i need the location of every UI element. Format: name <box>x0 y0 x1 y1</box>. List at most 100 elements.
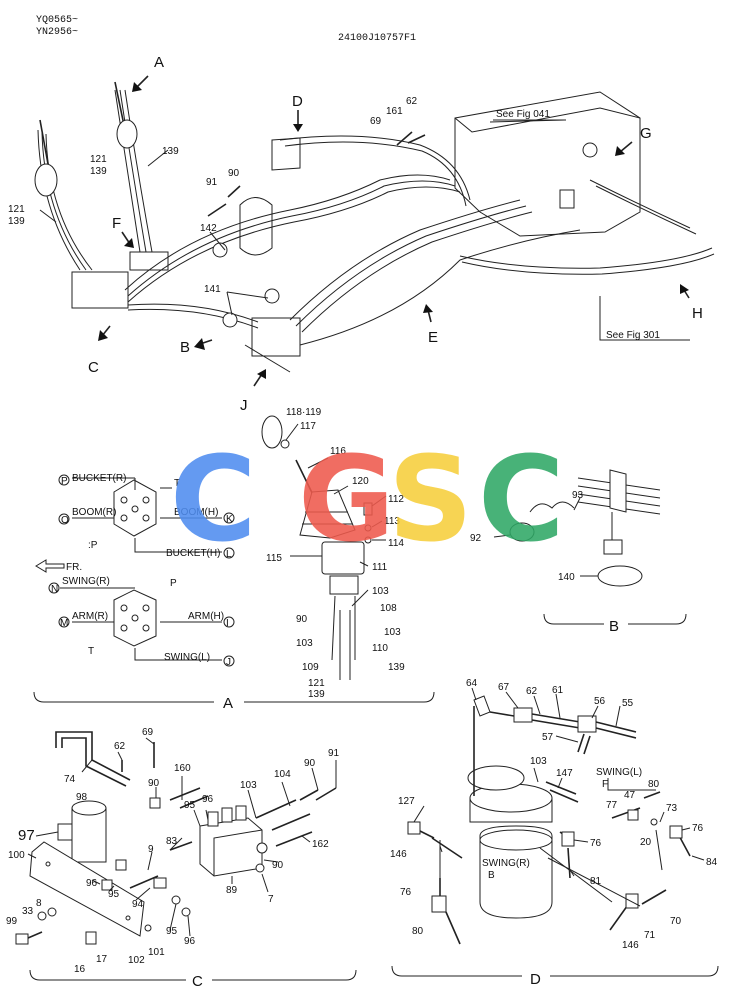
ref-fig-041: See Fig 041 <box>496 109 550 120</box>
label-swing-r-d: SWING(R) <box>482 858 530 869</box>
watermark-letter-1: C <box>170 430 257 568</box>
view-letter-a: A <box>154 54 164 71</box>
part-139-left: 139 <box>8 216 25 227</box>
part-109: 109 <box>302 662 319 673</box>
part-71-d: 71 <box>644 930 656 941</box>
part-81-d: 81 <box>590 876 602 887</box>
part-89-c: 89 <box>226 885 238 896</box>
part-141: 141 <box>204 284 221 295</box>
label-boom-h: BOOM(H) <box>174 507 218 518</box>
pilot-valve-schematic-upper <box>58 474 235 559</box>
part-161: 161 <box>386 106 403 117</box>
part-104-c: 104 <box>274 769 291 780</box>
watermark-logo: C G S C <box>170 430 565 568</box>
part-147-d: 147 <box>556 768 573 779</box>
part-76-d-a: 76 <box>692 823 704 834</box>
view-letter-d: D <box>292 93 303 110</box>
port-n-lower: N <box>51 584 58 595</box>
part-103-a: 103 <box>372 586 389 597</box>
drawing-part-code: 24100J10757F1 <box>338 33 416 44</box>
view-arrows <box>98 75 690 387</box>
part-116: 116 <box>330 446 346 457</box>
ref-fig-301: See Fig 301 <box>606 330 660 341</box>
part-77-d: 77 <box>606 800 618 811</box>
view-letter-g: G <box>640 125 652 142</box>
part-139-a: 139 <box>388 662 405 673</box>
part-90: 90 <box>228 168 240 179</box>
pilot-valve-schematic-lower <box>35 559 235 667</box>
part-16-c: 16 <box>74 964 86 975</box>
part-62-d: 62 <box>526 686 538 697</box>
part-90-c-b: 90 <box>304 758 316 769</box>
part-56-d: 56 <box>594 696 606 707</box>
part-91: 91 <box>206 177 218 188</box>
view-letter-e: E <box>428 329 438 346</box>
part-121-left: 121 <box>8 204 25 215</box>
view-letter-b: B <box>180 339 190 356</box>
part-90-a: 90 <box>296 614 308 625</box>
part-67-d: 67 <box>498 682 510 693</box>
port-o-upper: O <box>61 515 69 526</box>
part-140: 140 <box>558 572 575 583</box>
part-120: 120 <box>352 476 369 487</box>
part-110: 110 <box>372 643 388 654</box>
label-bucket-h: BUCKET(H) <box>166 548 220 559</box>
label-t-lower: T <box>88 646 94 657</box>
section-a-bracket <box>33 691 435 703</box>
part-61-d: 61 <box>552 685 564 696</box>
main-assembly <box>34 81 715 373</box>
part-62-c: 62 <box>114 741 126 752</box>
port-p-upper: P <box>61 476 68 487</box>
part-84-d: 84 <box>706 857 718 868</box>
part-80-d-a: 80 <box>648 779 660 790</box>
part-146-d-a: 146 <box>390 849 407 860</box>
label-boom-r: BOOM(R) <box>72 507 116 518</box>
part-101-c: 101 <box>148 947 165 958</box>
part-108: 108 <box>380 603 397 614</box>
part-95-c-a: 95 <box>184 800 196 811</box>
part-103-b: 103 <box>296 638 313 649</box>
part-115: 115 <box>266 553 282 564</box>
label-swing-r: SWING(R) <box>62 576 110 587</box>
part-76-d-c: 76 <box>400 887 412 898</box>
part-118-119: 118·119 <box>286 407 322 418</box>
part-92: 92 <box>470 533 482 544</box>
part-127-d: 127 <box>398 796 415 807</box>
part-103-c: 103 <box>240 780 257 791</box>
view-letter-h: H <box>692 305 703 322</box>
part-90-c-c: 90 <box>272 860 284 871</box>
part-17-c: 17 <box>96 954 108 965</box>
part-96-c-c: 96 <box>184 936 196 947</box>
part-90-c-a: 90 <box>148 778 160 789</box>
part-94-c: 94 <box>132 899 144 910</box>
part-33-c: 33 <box>22 906 34 917</box>
part-93: 93 <box>572 490 584 501</box>
port-l-upper: L <box>226 549 232 560</box>
part-98-c: 98 <box>76 792 88 803</box>
part-20-d: 20 <box>640 837 652 848</box>
part-62: 62 <box>406 96 418 107</box>
part-162-c: 162 <box>312 839 329 850</box>
section-label-c: C <box>192 973 203 990</box>
part-160-c: 160 <box>174 763 191 774</box>
section-a-joystick <box>261 415 387 680</box>
port-m-lower: M <box>60 618 68 629</box>
part-100-c: 100 <box>8 850 25 861</box>
label-p-upper: :P <box>88 540 98 551</box>
part-76-d-b: 76 <box>590 838 602 849</box>
part-91-c: 91 <box>328 748 340 759</box>
part-111: 111 <box>372 562 388 573</box>
label-p-lower: P <box>170 578 177 589</box>
part-47-d: 47 <box>624 790 636 801</box>
label-swing-l-d: SWING(L) <box>596 767 642 778</box>
part-57-d: 57 <box>542 732 554 743</box>
view-letter-j: J <box>240 397 248 414</box>
label-bucket-r: BUCKET(R) <box>72 473 126 484</box>
part-7-c: 7 <box>268 894 274 905</box>
part-139-top: 139 <box>162 146 179 157</box>
label-b-d: B <box>488 870 495 881</box>
part-95-c-c: 95 <box>166 926 178 937</box>
section-c-valve-assembly <box>15 731 337 945</box>
section-c-bracket <box>29 969 357 981</box>
